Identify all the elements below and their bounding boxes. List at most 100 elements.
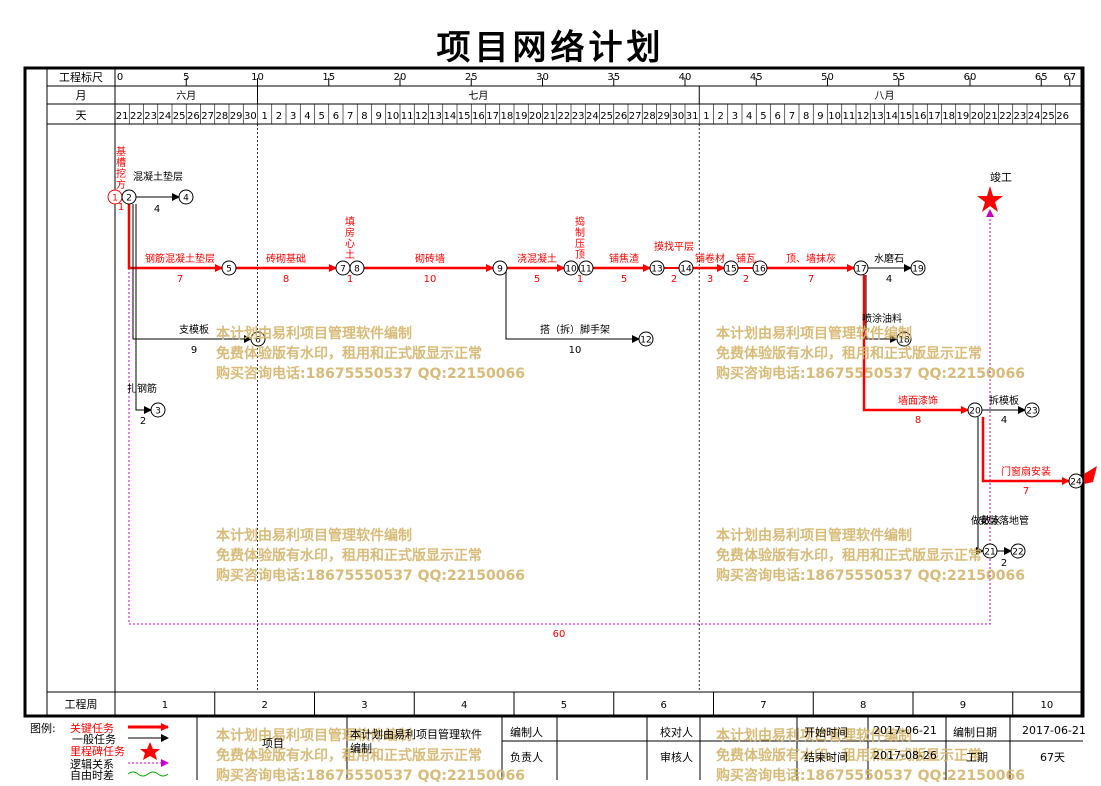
task-duration-11: 2 [743, 274, 749, 285]
node-10 [563, 260, 579, 276]
day-cell: 14 [444, 111, 457, 122]
day-cell: 19 [515, 111, 528, 122]
node-12 [638, 331, 654, 347]
scale-tick-label: 40 [679, 72, 692, 83]
week-cell: 6 [660, 700, 666, 711]
task-label-0: 挖 [116, 167, 126, 180]
task-label-18: 墙面漆饰 [898, 394, 938, 407]
day-cell: 29 [657, 111, 670, 122]
day-cell: 14 [885, 111, 898, 122]
node-number-19: 19 [912, 265, 924, 275]
arrow-2-3 [135, 204, 152, 414]
task-label-4: 心 [345, 238, 355, 250]
day-cell: 15 [458, 111, 471, 122]
task-label-6: 浇混凝土 [517, 252, 557, 265]
task-label-22: 安装落地管 [979, 514, 1029, 527]
day-cell: 4 [304, 111, 310, 122]
node-15 [723, 260, 739, 276]
month-label-0: 六月 [176, 90, 196, 102]
day-cell: 26 [615, 111, 628, 122]
arrow-2-5 [127, 204, 223, 272]
scale-tick-label: 67 [1063, 72, 1076, 83]
legend-critical-label: 关键任务 [70, 722, 114, 735]
node-8 [349, 260, 365, 276]
node-19 [910, 260, 926, 276]
task-label-3: 砖砌基础 [266, 252, 306, 265]
compiled-note: 本计划由易利项目管理软件编制 [350, 728, 482, 755]
node-2 [121, 189, 137, 205]
day-cell: 22 [999, 111, 1012, 122]
task-duration-12: 7 [808, 274, 814, 285]
task-duration-4: 1 [347, 274, 353, 285]
week-cell: 9 [960, 700, 966, 711]
day-cell: 26 [187, 111, 200, 122]
arrow-9-12 [505, 268, 640, 343]
node-number-3: 3 [155, 407, 161, 417]
reviewer-label: 审核人 [660, 751, 693, 764]
day-cell: 17 [928, 111, 941, 122]
task-label-16: 扎钢筋 [127, 382, 157, 395]
day-cell: 25 [600, 111, 613, 122]
task-label-5: 砌砖墙 [415, 252, 445, 265]
task-label-1: 混凝土垫层 [133, 170, 183, 183]
node-13 [649, 260, 665, 276]
day-cell: 23 [144, 111, 157, 122]
week-cell: 5 [561, 700, 567, 711]
task-duration-13: 4 [886, 274, 892, 285]
task-label-21: 做散水 [971, 514, 1001, 527]
task-duration-9: 2 [671, 274, 677, 285]
logic-path [128, 204, 994, 625]
day-cell: 5 [760, 111, 766, 122]
task-duration-19: 4 [1001, 415, 1007, 426]
day-cell: 24 [159, 111, 172, 122]
day-cell: 15 [900, 111, 913, 122]
end-value: 2017-08-26 [873, 749, 937, 762]
day-cell: 20 [529, 111, 542, 122]
node-number-18: 18 [898, 336, 910, 346]
legend-milestone-label: 里程碑任务 [70, 745, 125, 758]
day-cell: 8 [361, 111, 367, 122]
day-cell: 6 [333, 111, 339, 122]
task-duration-10: 3 [707, 274, 713, 285]
day-cell: 27 [201, 111, 214, 122]
period-value: 67天 [1040, 751, 1065, 764]
legend-normal-label: 一般任务 [72, 733, 116, 746]
task-duration-14: 9 [191, 345, 197, 356]
milestone-label: 竣工 [990, 170, 1012, 184]
day-cell: 1 [261, 111, 267, 122]
week-cell: 10 [1041, 700, 1054, 711]
legend-title: 图例: [30, 722, 56, 735]
task-duration-16: 2 [140, 416, 146, 427]
task-duration-18: 8 [915, 415, 921, 426]
task-label-8: 铺焦渣 [609, 252, 639, 265]
compile-date-label: 编制日期 [953, 726, 997, 739]
day-cell: 22 [130, 111, 143, 122]
task-label-20: 门窗扇安装 [1001, 465, 1051, 478]
task-duration-5: 10 [424, 274, 437, 285]
day-cell: 11 [401, 111, 414, 122]
task-duration-8: 5 [621, 274, 627, 285]
day-cell: 13 [871, 111, 884, 122]
proofreader-label: 校对人 [660, 726, 693, 739]
day-cell: 28 [216, 111, 229, 122]
node-20 [967, 402, 983, 418]
task-duration-0: 1 [118, 202, 124, 213]
page-title: 项目网络计划 [436, 28, 665, 68]
day-cell: 21 [985, 111, 998, 122]
node-24 [1068, 473, 1084, 489]
day-cell: 29 [230, 111, 243, 122]
inner-frame [46, 67, 1082, 717]
node-9 [492, 260, 508, 276]
node-number-7: 7 [340, 265, 346, 275]
day-cell: 23 [572, 111, 585, 122]
scale-tick-label: 10 [251, 72, 264, 83]
task-label-0: 基 [116, 145, 126, 158]
node-number-2: 2 [126, 194, 132, 204]
day-cell: 2 [717, 111, 723, 122]
project-label: 项目 [262, 737, 284, 750]
day-cell: 11 [843, 111, 856, 122]
task-label-13: 水磨石 [874, 253, 904, 265]
day-cell: 17 [486, 111, 499, 122]
task-duration-1: 4 [154, 204, 160, 215]
